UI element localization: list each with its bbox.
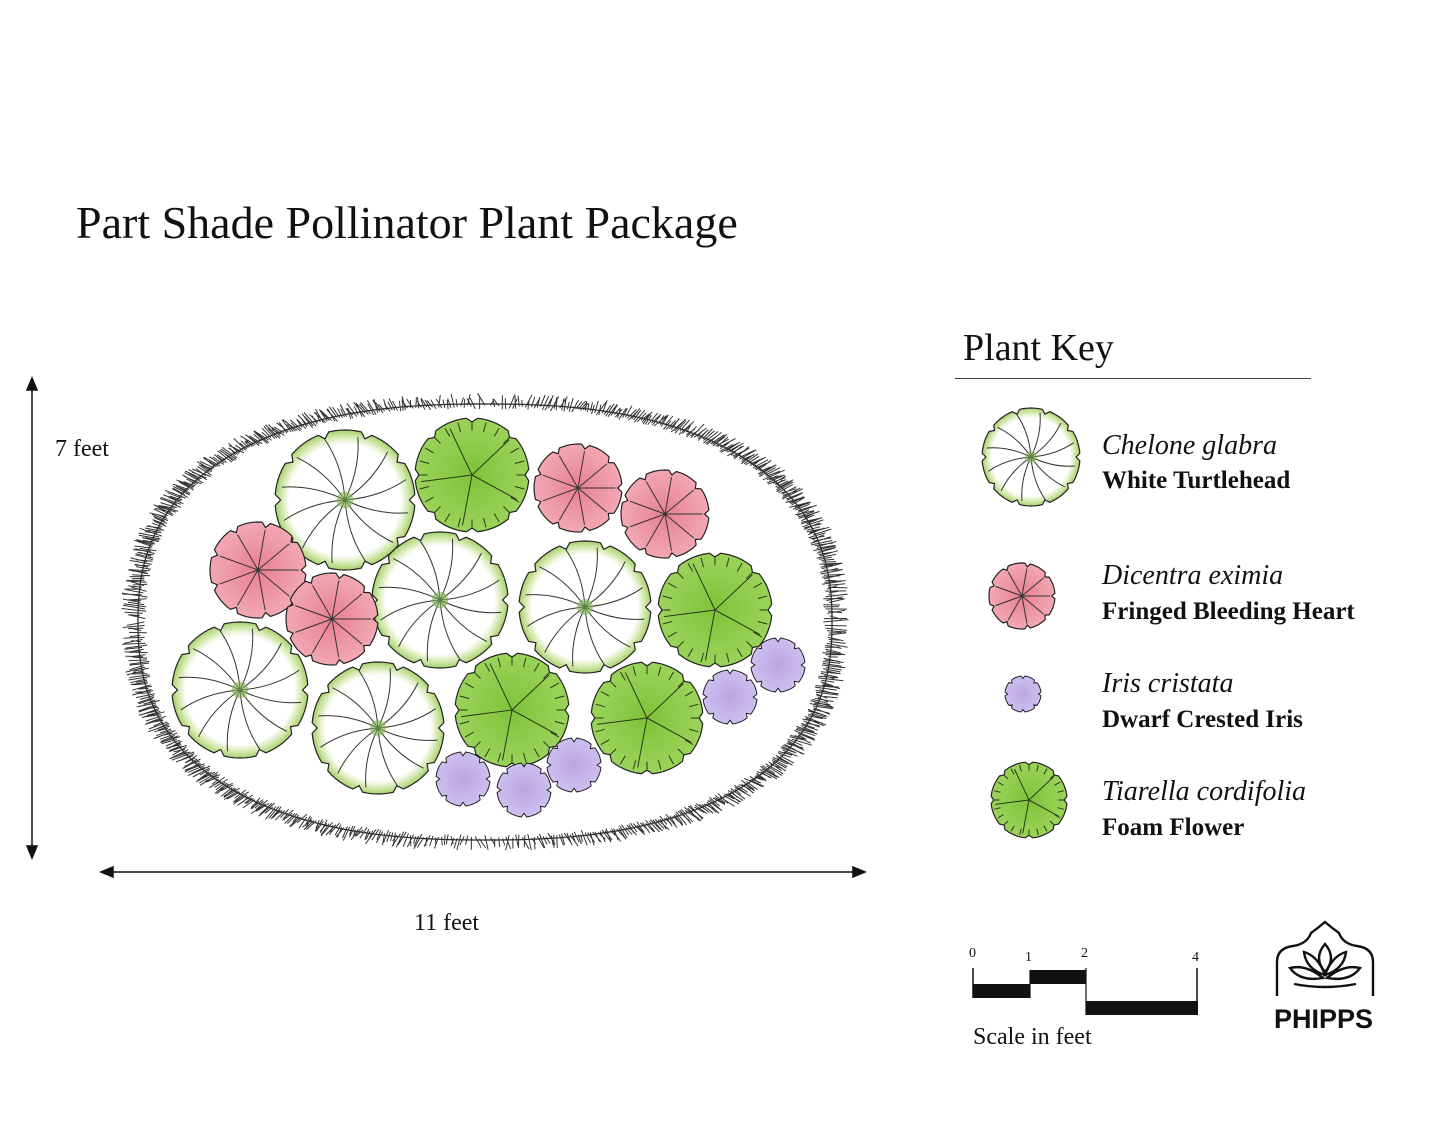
crested-iris-plant xyxy=(435,751,491,807)
scale-tick-0: 0 xyxy=(969,946,976,961)
scale-tick-2: 2 xyxy=(1081,946,1088,961)
width-label: 11 feet xyxy=(414,910,480,936)
white-turtlehead-plant xyxy=(171,621,309,759)
scale-tick-4: 4 xyxy=(1192,950,1199,965)
width-dimension-arrow xyxy=(99,865,867,879)
key-scientific-name-dicentra: Dicentra eximia xyxy=(1102,560,1284,591)
key-scientific-name-tiarella: Tiarella cordifolia xyxy=(1102,776,1307,807)
bleeding-heart-plant xyxy=(533,443,623,533)
key-common-name-turtlehead: White Turtlehead xyxy=(1102,467,1291,494)
key-scientific-name-iris: Iris cristata xyxy=(1102,668,1234,699)
key-common-name-foam-flower: Foam Flower xyxy=(1102,814,1245,841)
foam-flower-plant xyxy=(590,661,704,775)
white-turtlehead-plant xyxy=(518,540,652,674)
foam-flower-symbol xyxy=(990,761,1068,839)
plant-key-divider xyxy=(955,378,1311,379)
plant-key-title: Plant Key xyxy=(963,327,1114,369)
key-scientific-name-chelone: Chelone glabra xyxy=(1102,430,1277,461)
white-turtlehead-plant xyxy=(371,531,509,669)
crested-iris-plant xyxy=(702,669,758,725)
height-dimension-arrow xyxy=(25,376,39,860)
crested-iris-plant xyxy=(546,737,602,793)
white-turtlehead-plant xyxy=(311,661,445,795)
white-turtlehead-plant xyxy=(274,429,416,571)
lotus-arch-icon xyxy=(1275,920,1375,996)
plants-layer xyxy=(171,417,806,818)
scale-tick-1: 1 xyxy=(1025,950,1032,965)
crested-iris-symbol xyxy=(1004,675,1042,713)
bleeding-heart-symbol xyxy=(988,562,1056,630)
logo-text: PHIPPS xyxy=(1274,1004,1374,1034)
height-label: 7 feet xyxy=(55,436,109,462)
bleeding-heart-plant xyxy=(620,469,710,559)
scale-caption: Scale in feet xyxy=(973,1024,1092,1050)
foam-flower-plant xyxy=(414,417,530,533)
key-symbols xyxy=(981,407,1081,839)
bleeding-heart-plant xyxy=(285,572,379,666)
scale-bar xyxy=(972,968,1198,1015)
bleeding-heart-plant xyxy=(209,521,307,619)
crested-iris-plant xyxy=(750,637,806,693)
page-title: Part Shade Pollinator Plant Package xyxy=(76,197,738,248)
crested-iris-plant xyxy=(496,762,552,818)
key-common-name-iris: Dwarf Crested Iris xyxy=(1102,706,1303,733)
foam-flower-plant xyxy=(657,552,773,668)
key-common-name-bleeding-heart: Fringed Bleeding Heart xyxy=(1102,598,1355,625)
foam-flower-plant xyxy=(454,652,570,768)
white-turtlehead-symbol xyxy=(981,407,1081,507)
